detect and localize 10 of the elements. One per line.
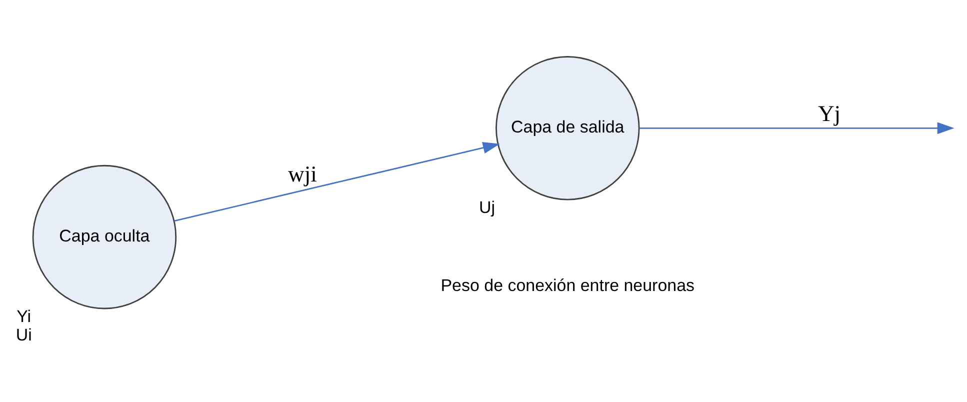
- label: Peso de conexión entre neuronas: [440, 276, 694, 295]
- node-label: Uj: [478, 198, 495, 218]
- arrow: [174, 142, 500, 222]
- node-label: Ui: [15, 325, 32, 344]
- edge-label: Yj: [817, 100, 840, 126]
- edge-label: wji: [288, 162, 316, 187]
- node-circle: Capa oculta: [32, 164, 176, 310]
- arrow: [638, 122, 954, 134]
- node-label: Yi: [16, 307, 31, 326]
- node-circle: Capa de salida: [495, 56, 640, 200]
